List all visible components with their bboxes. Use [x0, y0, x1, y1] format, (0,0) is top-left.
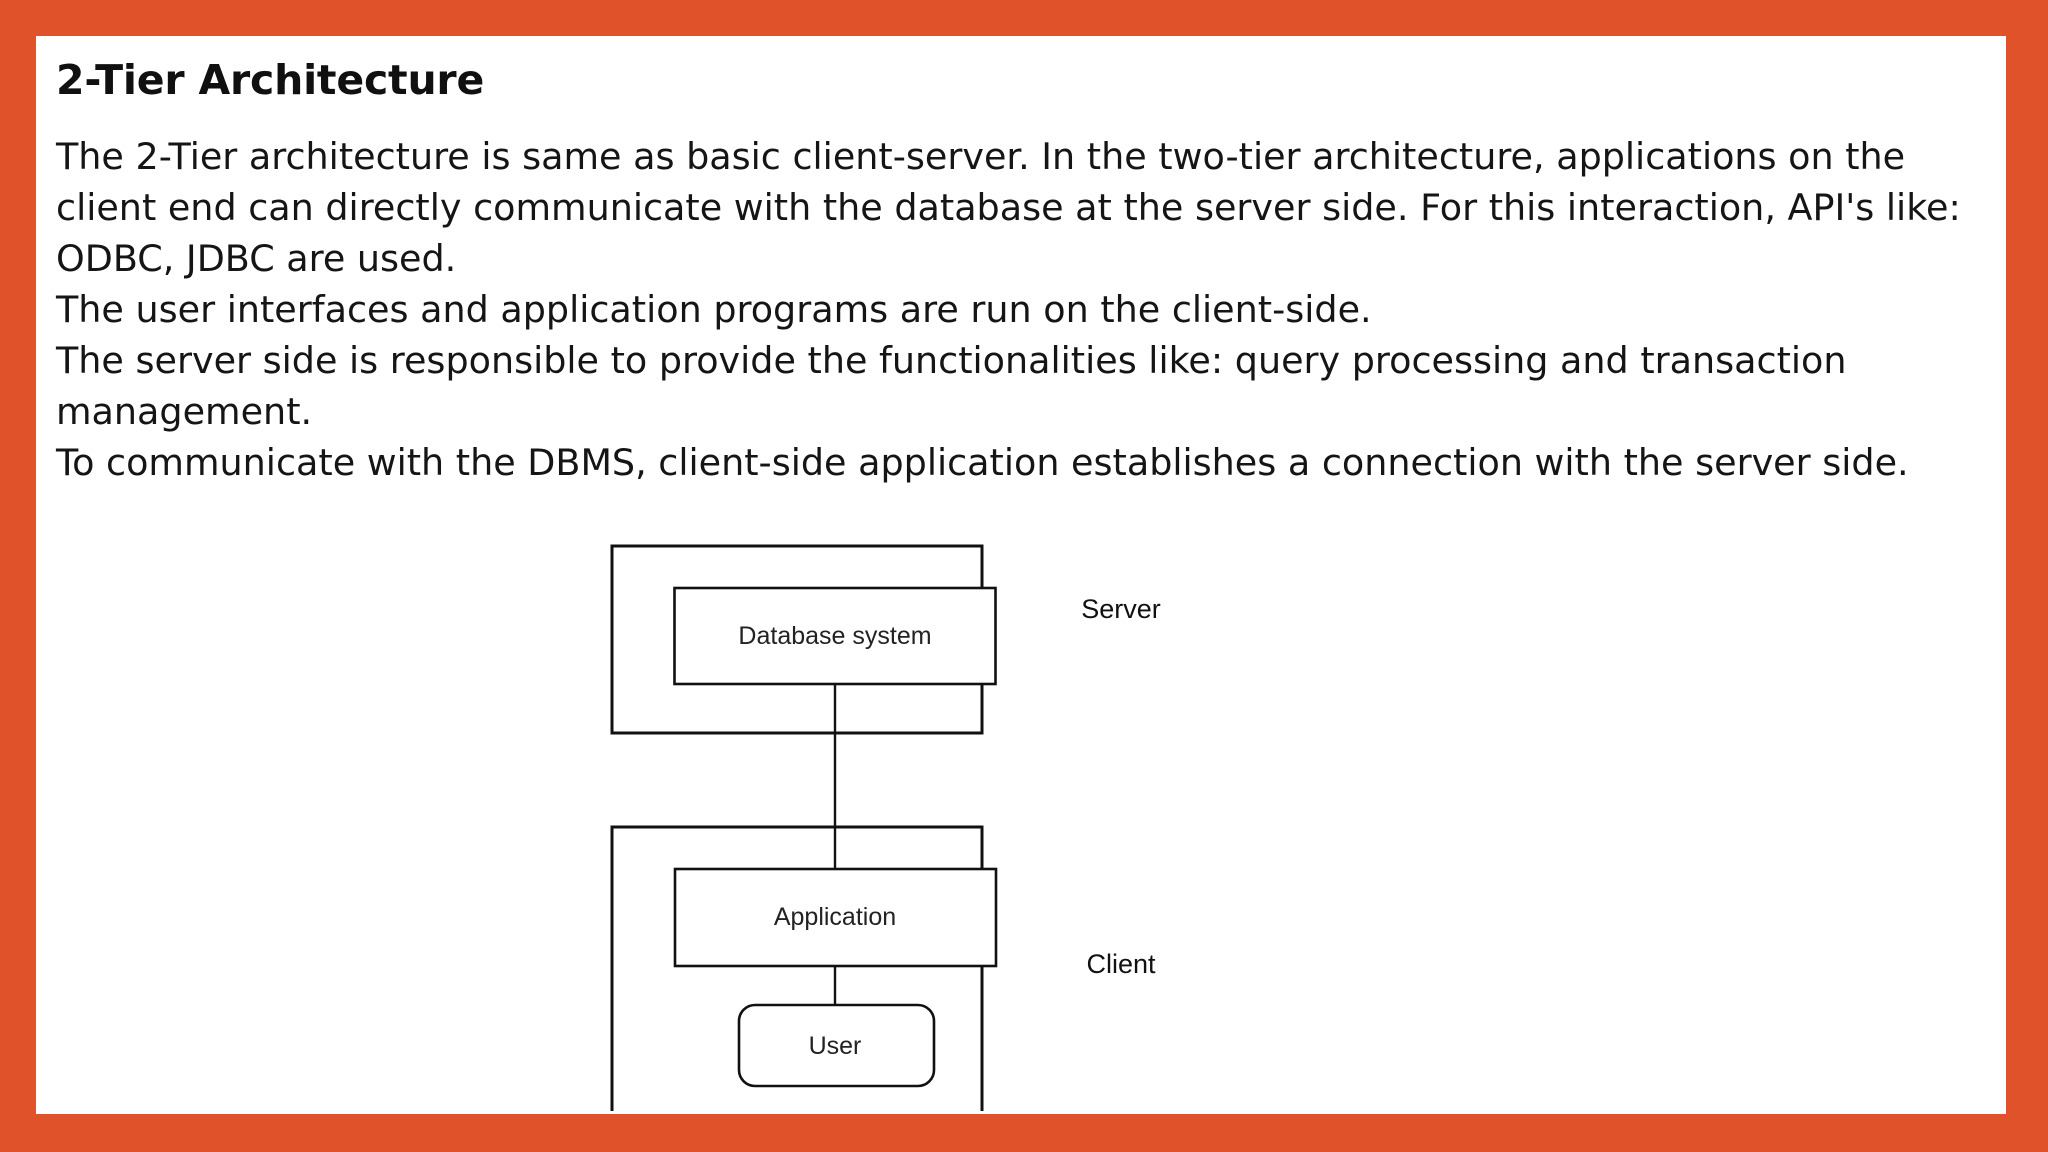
user-box: [737, 1003, 936, 1088]
server-side-label: Server: [1081, 594, 1161, 624]
user-label: User: [809, 1032, 862, 1060]
database-system-box: [673, 586, 997, 686]
body-paragraph-2: The user interfaces and application prog…: [56, 288, 1372, 331]
two-tier-architecture-diagram: Database system Server Application User …: [536, 491, 1296, 1111]
body-paragraph-4: To communicate with the DBMS, client-sid…: [56, 441, 1909, 484]
body-paragraph-3: The server side is responsible to provid…: [56, 339, 1847, 433]
database-system-label: Database system: [738, 622, 931, 650]
application-label: Application: [774, 903, 896, 931]
application-box: [673, 867, 998, 968]
client-tier-box: [610, 825, 984, 1111]
slide-content-area: 2-Tier Architecture The 2-Tier architect…: [36, 36, 2006, 1114]
body-paragraph-1: The 2-Tier architecture is same as basic…: [56, 135, 1961, 280]
body-text-block: The 2-Tier architecture is same as basic…: [56, 131, 2001, 488]
client-side-label: Client: [1086, 949, 1156, 979]
page-title: 2-Tier Architecture: [56, 56, 485, 104]
